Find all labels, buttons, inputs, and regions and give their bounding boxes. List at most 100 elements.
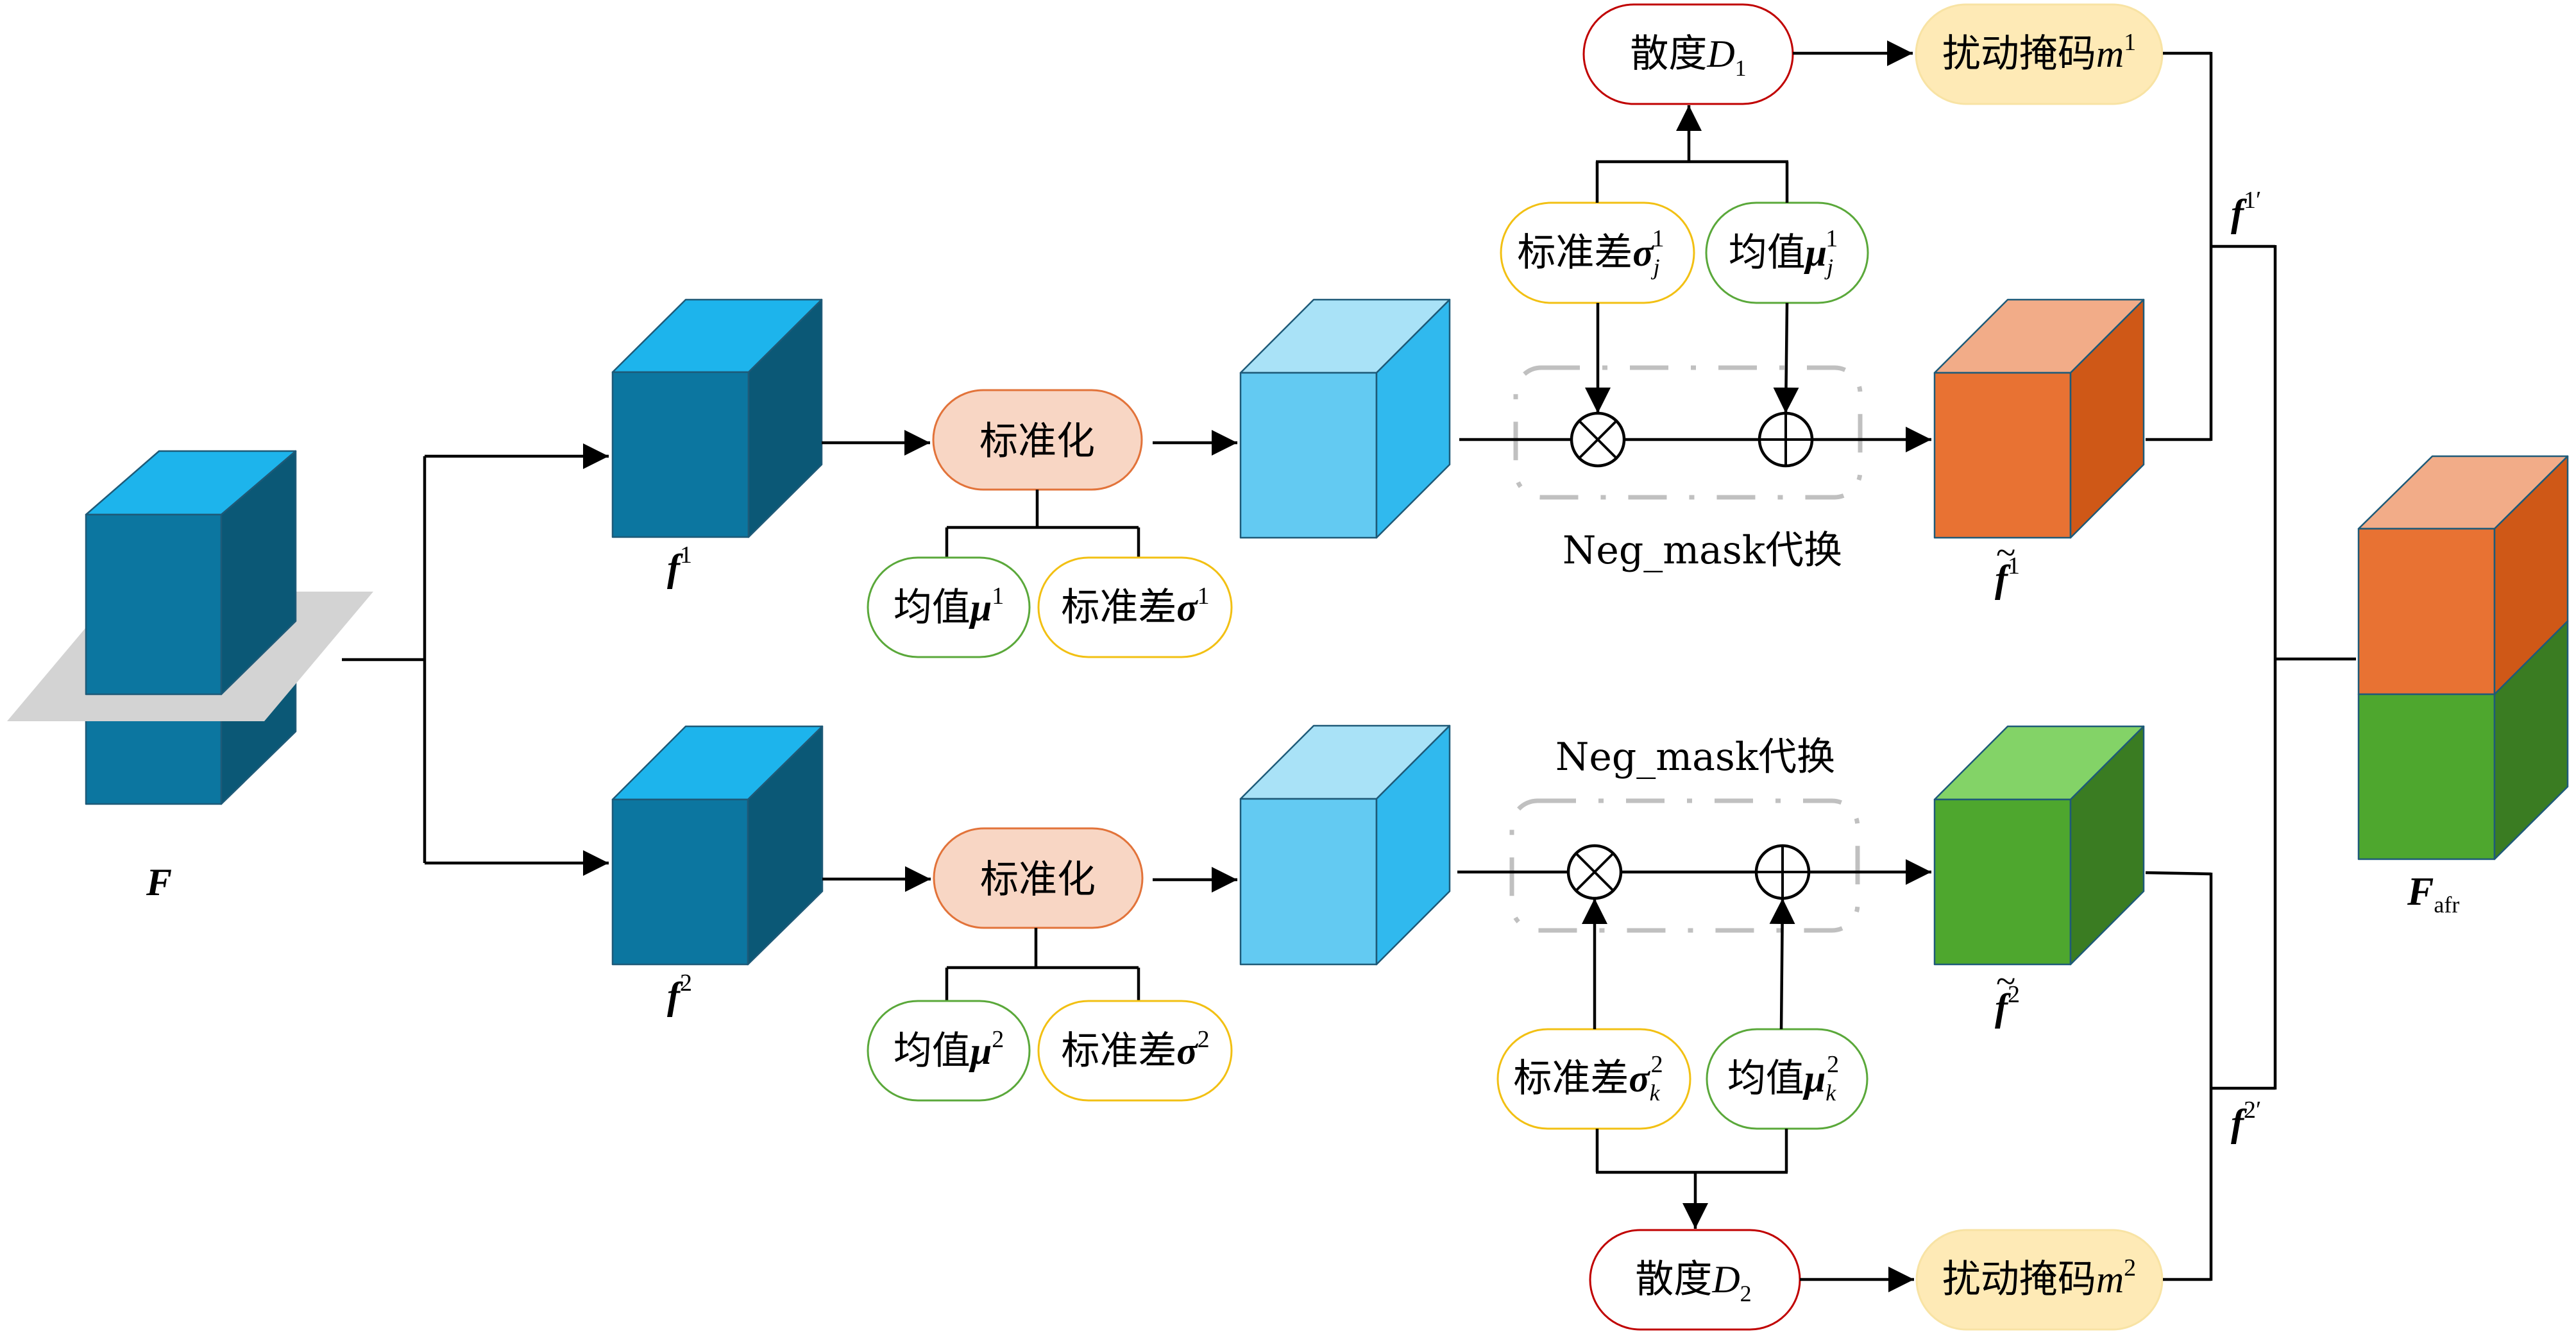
label-part: 1′: [2244, 187, 2261, 214]
label-part: 2: [1651, 1051, 1663, 1078]
label-part: 1: [1826, 225, 1838, 252]
split-connector: [342, 443, 609, 876]
connector-line: [1769, 898, 1795, 1030]
normalize-box-1: 标准化: [932, 389, 1143, 491]
label-part: μ: [969, 586, 992, 629]
connector-line: [1575, 852, 1614, 892]
label-part: σ: [1176, 586, 1198, 629]
merged-f2-label: f2′: [2231, 1097, 2261, 1144]
label-text: 标准差σ2: [1061, 1026, 1209, 1073]
cube-face: [1375, 298, 1451, 539]
cube-face: [2069, 298, 2145, 539]
label-part: k: [1826, 1080, 1836, 1106]
label-part: 1: [2124, 29, 2136, 56]
label-text: 标准差σj1: [1517, 225, 1664, 280]
label-part: 1: [1652, 225, 1665, 252]
label-text: 标准差σk2: [1513, 1051, 1663, 1106]
swap-std-box-1: 标准差σj1: [1500, 201, 1695, 304]
mask-box-1: 扰动掩码m1: [1915, 3, 2164, 105]
label-part: μ: [1802, 1057, 1826, 1100]
connector-line: [2145, 871, 2212, 876]
label-part: 均值: [1729, 230, 1806, 275]
label-part: 1: [2008, 552, 2020, 579]
output-F-afr-cube: [2357, 455, 2569, 860]
output-f2-tilde: ~: [1996, 962, 2015, 1002]
swap-std-box-2: 标准差σk2: [1496, 1028, 1691, 1130]
label-text: 标准化: [980, 857, 1096, 902]
neg-mask-box-1: [1513, 365, 1863, 500]
cube-face: [1933, 798, 2072, 966]
stats-bracket-1: [945, 490, 1140, 558]
label-part: 2: [992, 1026, 1004, 1053]
label-part: 2: [2124, 1254, 2136, 1281]
merged-f1-label: f1′: [2231, 187, 2261, 234]
cube-face: [747, 298, 823, 538]
cube-face: [1375, 724, 1451, 966]
input-upper-side: [220, 450, 297, 696]
cube-face: [2357, 527, 2496, 696]
branch-2: f2 标准化 均值μ2 标准差σ2: [611, 724, 2275, 1331]
neg-mask-label-1: Neg_mask代换: [1563, 528, 1842, 573]
output-f1-tilde: ~: [1996, 533, 2015, 573]
label-part: F: [2407, 870, 2434, 914]
fusion-connector: [2273, 245, 2356, 1090]
label-part: D: [1706, 33, 1734, 75]
swap-mean-box-1: 均值μj1: [1705, 201, 1869, 304]
add-operator-2: [1754, 844, 1811, 900]
cube-face: [2357, 693, 2496, 860]
neg-mask-box-2: [1509, 798, 1860, 933]
label-part: 散度: [1630, 31, 1707, 76]
node-shape: [933, 827, 1144, 929]
label-text: 均值μj1: [1729, 225, 1838, 280]
label-part: 2: [1740, 1281, 1752, 1306]
label-part: 标准差: [1061, 1029, 1176, 1073]
cube-face: [611, 371, 750, 538]
input-label: F: [146, 861, 172, 903]
label-part: 均值: [894, 585, 970, 630]
dispersion-connector-1: [1595, 105, 1789, 203]
label-part: 标准差: [1513, 1056, 1629, 1101]
label-part: σ: [1632, 232, 1654, 274]
cube-face: [1933, 372, 2072, 539]
merge-connector-1: [2146, 51, 2275, 441]
output-f1-cube: [1933, 298, 2145, 539]
input-upper-front: [85, 513, 223, 696]
label-text: 散度D2: [1635, 1257, 1751, 1306]
swap-mean-box-2: 均值μk2: [1706, 1028, 1868, 1130]
input-feature-F: F: [7, 450, 373, 903]
label-part: μ: [969, 1030, 992, 1072]
label-part: 扰动掩码: [1942, 1257, 2096, 1302]
connector-line: [1578, 420, 1618, 459]
mean-box-2: 均值μ2: [867, 1000, 1031, 1102]
dispersion-connector-2: [1595, 1129, 1788, 1229]
label-part: 1: [1735, 55, 1747, 81]
cube-face: [1239, 372, 1378, 539]
label-text: 标准差σ1: [1061, 583, 1209, 630]
label-text: 扰动掩码m2: [1942, 1254, 2136, 1302]
feature-f1-cube: [611, 298, 823, 538]
label-text: 散度D1: [1630, 31, 1746, 81]
node-shape: [1915, 3, 2164, 105]
label-part: 2: [1198, 1026, 1210, 1053]
label-part: afr: [2434, 892, 2459, 918]
label-text: 标准化: [979, 419, 1095, 464]
connector-line: [1773, 302, 1799, 414]
label-part: 标准差: [1517, 230, 1632, 275]
label-part: m: [2096, 33, 2124, 75]
label-part: 2: [2008, 981, 2020, 1008]
feature-f2-label: f2: [667, 970, 692, 1017]
std-box-1: 标准差σ1: [1037, 556, 1233, 658]
cube-face: [2493, 620, 2569, 860]
normalize-box-2: 标准化: [933, 827, 1144, 929]
node-shape: [1037, 1000, 1233, 1102]
feature-f1-label: f1: [667, 542, 692, 589]
label-text: 均值μ1: [894, 583, 1004, 630]
label-part: D: [1711, 1258, 1740, 1301]
label-part: 1: [992, 583, 1004, 610]
mean-box-1: 均值μ1: [867, 556, 1031, 658]
add-operator-1: [1758, 411, 1814, 468]
mask-box-2: 扰动掩码m2: [1915, 1229, 2164, 1331]
branch-1: f1 标准化 均值μ1 标准差σ1: [611, 3, 2275, 658]
